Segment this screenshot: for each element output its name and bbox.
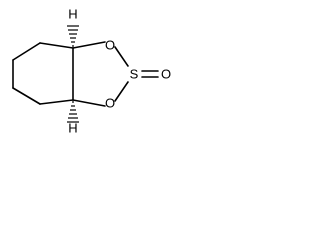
atom-label-o-double: O <box>161 67 171 82</box>
atom-label-sulfur: S <box>130 67 139 82</box>
atom-label-h-lower: H <box>68 121 77 136</box>
ring-bond <box>39 42 74 49</box>
atom-label-h-upper: H <box>68 7 77 22</box>
cyclohexane-ring <box>12 42 74 105</box>
atom-label-o-upper: O <box>105 38 115 53</box>
s-o-double-bond <box>141 70 159 78</box>
ring-bond <box>12 87 41 105</box>
hashed-wedge-lower <box>67 101 79 123</box>
c-o-bond-upper <box>72 41 106 49</box>
ring-bond <box>12 42 41 61</box>
o-s-bond-upper <box>114 46 129 67</box>
o-s-bond-lower <box>114 81 129 102</box>
c-o-bond-lower <box>72 99 106 107</box>
ring-bond <box>39 99 74 105</box>
atom-label-o-lower: O <box>105 96 115 111</box>
chemical-structure-diagram: O O S O H H <box>12 7 171 136</box>
hashed-wedge-upper <box>67 25 79 47</box>
dioxathiolane-ring <box>72 41 129 107</box>
